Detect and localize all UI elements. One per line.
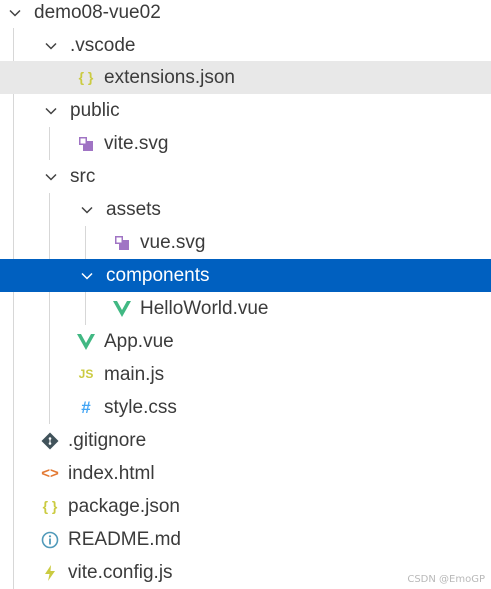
file-helloworld-vue[interactable]: HelloWorld.vue xyxy=(0,292,491,325)
folder-src[interactable]: src xyxy=(0,160,491,193)
file-vite-svg[interactable]: vite.svg xyxy=(0,127,491,160)
folder-demo08-vue02[interactable]: demo08-vue02 xyxy=(0,0,491,29)
vite-lightning-icon xyxy=(40,562,60,584)
file-label: App.vue xyxy=(104,331,174,352)
file-style-css[interactable]: # style.css xyxy=(0,391,491,424)
file-label: extensions.json xyxy=(104,67,235,88)
file-readme-md[interactable]: README.md xyxy=(0,523,491,556)
file-extensions-json[interactable]: { } extensions.json xyxy=(0,61,491,94)
json-file-icon: { } xyxy=(78,69,94,85)
indent-guide xyxy=(49,193,50,424)
indent-guide xyxy=(85,226,86,259)
file-index-html[interactable]: <> index.html xyxy=(0,457,491,490)
folder-public[interactable]: public xyxy=(0,94,491,127)
watermark: CSDN @EmoGP xyxy=(407,574,485,585)
chevron-down-icon xyxy=(4,2,26,24)
file-label: package.json xyxy=(68,496,180,517)
css-file-icon: # xyxy=(81,398,91,417)
svg-file-icon xyxy=(112,232,132,254)
file-label: vite.config.js xyxy=(68,562,173,583)
chevron-down-icon xyxy=(76,199,98,221)
chevron-down-icon xyxy=(40,35,62,57)
chevron-down-icon xyxy=(40,100,62,122)
chevron-down-icon xyxy=(40,166,62,188)
vue-file-icon xyxy=(112,298,132,320)
file-label: main.js xyxy=(104,364,165,385)
vue-file-icon xyxy=(76,331,96,353)
file-vue-svg[interactable]: vue.svg xyxy=(0,226,491,259)
file-main-js[interactable]: JS main.js xyxy=(0,358,491,391)
folder-label: .vscode xyxy=(70,35,136,56)
file-label: HelloWorld.vue xyxy=(140,298,269,319)
folder-vscode[interactable]: .vscode xyxy=(0,29,491,62)
file-app-vue[interactable]: App.vue xyxy=(0,325,491,358)
folder-components[interactable]: components xyxy=(0,259,491,292)
svg-file-icon xyxy=(76,133,96,155)
folder-label: demo08-vue02 xyxy=(34,2,161,23)
indent-guide xyxy=(85,292,86,325)
folder-label: components xyxy=(106,265,210,286)
file-label: vite.svg xyxy=(104,133,169,154)
folder-label: assets xyxy=(106,199,161,220)
chevron-down-icon xyxy=(76,265,98,287)
file-package-json[interactable]: { } package.json xyxy=(0,490,491,523)
folder-label: src xyxy=(70,166,96,187)
js-file-icon: JS xyxy=(78,367,94,381)
html-file-icon: <> xyxy=(41,465,59,482)
file-label: index.html xyxy=(68,463,155,484)
folder-assets[interactable]: assets xyxy=(0,193,491,226)
file-label: .gitignore xyxy=(68,430,147,451)
json-file-icon: { } xyxy=(42,498,58,514)
indent-guide xyxy=(49,127,50,160)
file-label: README.md xyxy=(68,529,181,550)
folder-label: public xyxy=(70,100,120,121)
file-vite-config-js[interactable]: vite.config.js xyxy=(0,556,491,589)
file-label: style.css xyxy=(104,397,177,418)
file-gitignore[interactable]: .gitignore xyxy=(0,424,491,457)
git-icon xyxy=(40,430,60,452)
indent-guide xyxy=(13,28,14,589)
file-label: vue.svg xyxy=(140,232,206,253)
info-icon xyxy=(40,529,60,551)
